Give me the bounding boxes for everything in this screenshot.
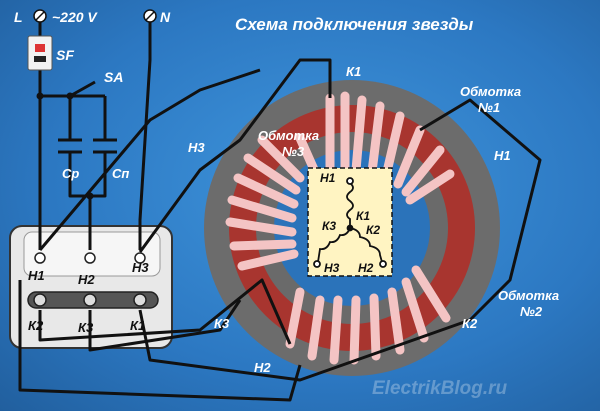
lead-k3: К3	[214, 316, 230, 331]
label-cap-start: Сп	[112, 166, 129, 181]
winding-2-coils	[285, 265, 451, 365]
star-h2: Н2	[358, 261, 374, 275]
star-h1: Н1	[320, 171, 336, 185]
lead-h1: Н1	[494, 148, 511, 163]
label-N: N	[160, 9, 171, 25]
diagram-title: Схема подключения звезды	[235, 15, 474, 34]
breaker-sf	[27, 35, 53, 71]
label-breaker: SF	[56, 47, 74, 63]
terminal-bottom-row	[27, 291, 159, 309]
terminal-h3: Н3	[132, 260, 149, 275]
terminal-h1: Н1	[28, 268, 45, 283]
wiring	[18, 20, 542, 402]
star-k3: К3	[322, 219, 336, 233]
star-winding-symbol	[313, 177, 387, 268]
label-switch: SA	[104, 69, 123, 85]
terminal-k2: К2	[28, 318, 44, 333]
winding-1-number: №1	[478, 100, 500, 115]
terminal-h2: Н2	[78, 272, 95, 287]
winding-1-label: Обмотка	[460, 84, 521, 99]
winding-3-number: №3	[282, 144, 305, 159]
star-k2: К2	[366, 223, 380, 237]
label-cap-run: Ср	[62, 166, 79, 181]
lead-k2: К2	[462, 316, 478, 331]
terminal-k3: К3	[78, 320, 94, 335]
lead-h2: Н2	[254, 360, 271, 375]
winding-3-label: Обмотка	[258, 128, 319, 143]
watermark: ElectrikBlog.ru	[372, 378, 508, 399]
capacitor-start	[93, 138, 117, 154]
terminal-top-row	[34, 252, 146, 264]
lead-h3: Н3	[188, 140, 205, 155]
star-h3: Н3	[324, 261, 340, 275]
label-voltage: ~220 V	[52, 9, 98, 25]
capacitor-run	[58, 138, 82, 154]
winding-2-number: №2	[520, 304, 543, 319]
winding-2-label: Обмотка	[498, 288, 559, 303]
winding-3-coils	[225, 133, 321, 271]
label-L: L	[14, 9, 23, 25]
lead-k1: К1	[346, 64, 361, 79]
winding-1-coils	[325, 91, 455, 205]
terminal-k1: К1	[130, 318, 145, 333]
star-k1: К1	[356, 209, 370, 223]
